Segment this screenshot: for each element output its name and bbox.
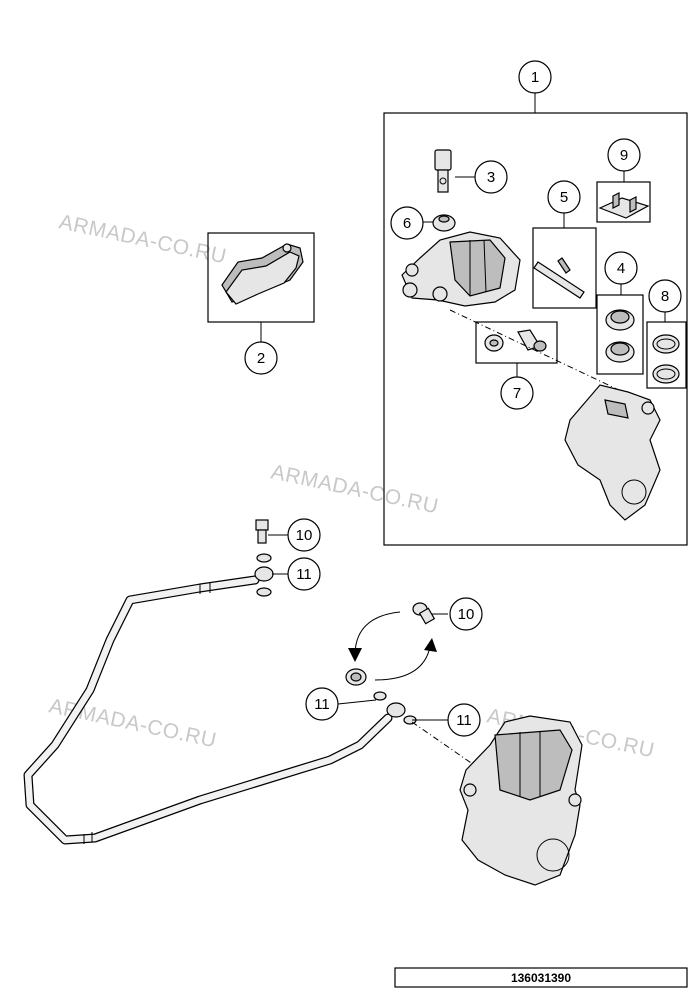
rotate-arrows [348, 611, 437, 681]
callout-label: 3 [487, 169, 495, 186]
callout-4: 4 [604, 251, 638, 285]
callout-1: 1 [518, 60, 552, 94]
callout-circle [244, 341, 278, 375]
brake-pads [221, 243, 304, 305]
callout-11: 11 [305, 687, 339, 721]
watermark-2: ARMADA-CO.RU [269, 460, 441, 518]
callout-label: 6 [403, 215, 411, 232]
callout-circle [547, 180, 581, 214]
callout-circle [449, 597, 483, 631]
callout-10: 10 [449, 597, 483, 631]
seal-box [646, 321, 687, 389]
callout-label: 4 [617, 260, 625, 277]
callout-label: 7 [513, 385, 521, 402]
callout-circle [518, 60, 552, 94]
watermark-1: ARMADA-CO.RU [57, 210, 229, 268]
callout-3: 3 [474, 160, 508, 194]
callout-11: 11 [447, 703, 481, 737]
callout-label: 5 [560, 189, 568, 206]
banjo-bolt-lower [412, 602, 436, 625]
banjo-lower-assembly [345, 668, 417, 725]
callout-label: 10 [458, 606, 475, 623]
callout-circle [390, 206, 424, 240]
callout-label: 10 [296, 527, 313, 544]
callout-9: 9 [607, 138, 641, 172]
brake-caliper-assembled [459, 715, 583, 886]
callout-circle [447, 703, 481, 737]
callout-label: 11 [456, 712, 472, 729]
callout-5: 5 [547, 180, 581, 214]
pad-spring [598, 192, 650, 219]
bleed-screw [434, 149, 452, 193]
callout-8: 8 [648, 279, 682, 313]
callout-10: 10 [287, 518, 321, 552]
banjo-bolt-upper [254, 519, 274, 597]
callout-circle [604, 251, 638, 285]
bushing-and-boot [484, 329, 547, 352]
callout-label: 2 [257, 350, 265, 367]
pistons [605, 309, 635, 363]
callout-circle [287, 557, 321, 591]
part-code-box: 136031390 [394, 967, 688, 988]
guide-pin [533, 257, 585, 299]
part-code: 136031390 [511, 971, 571, 985]
callout-circle [648, 279, 682, 313]
callout-label: 8 [661, 288, 669, 305]
callout-circle [287, 518, 321, 552]
callout-circle [474, 160, 508, 194]
callout-circle [500, 376, 534, 410]
callout-7: 7 [500, 376, 534, 410]
callout-circle [607, 138, 641, 172]
callout-label: 11 [296, 566, 312, 583]
callout-circle [305, 687, 339, 721]
piston-seals [652, 334, 680, 384]
callout-label: 11 [314, 696, 330, 713]
callouts: 1 2 3 4 5 6 7 8 9 10 10 11 11 11 [244, 60, 682, 737]
brake-caliper-exploded [401, 231, 521, 307]
brake-hose [23, 575, 393, 845]
caliper-bracket [564, 384, 661, 521]
callout-label: 1 [531, 69, 539, 86]
bleed-cap [432, 214, 456, 232]
callout-6: 6 [390, 206, 424, 240]
callout-2: 2 [244, 341, 278, 375]
callout-label: 9 [620, 147, 628, 164]
piston-box [596, 294, 644, 375]
callout-11: 11 [287, 557, 321, 591]
